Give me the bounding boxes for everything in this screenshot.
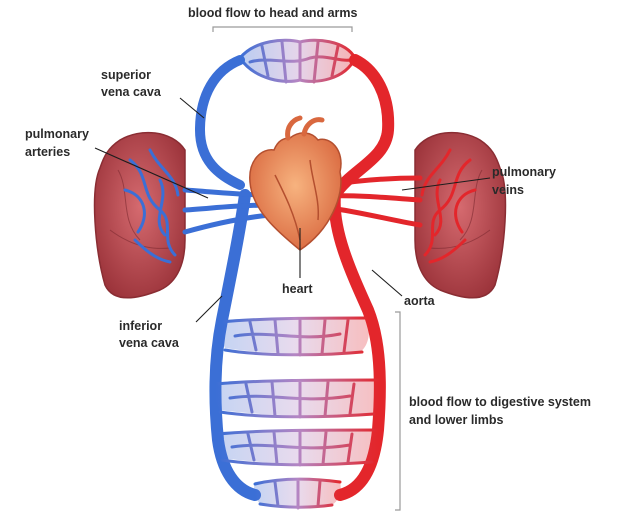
right-lung-capillaries — [420, 148, 477, 264]
digestive-label-1: blood flow to digestive system — [409, 395, 591, 409]
lower-capillary-beds — [214, 316, 382, 510]
pulmonary-arteries-label-2: arteries — [25, 145, 70, 159]
right-lung — [414, 131, 507, 299]
heart-illustration — [249, 115, 342, 251]
capillary-bed-1 — [220, 316, 370, 357]
superior-vena-cava-label-2: vena cava — [101, 85, 162, 99]
head-arms-capillary-bed — [238, 38, 357, 84]
pulmonary-veins-pointer — [401, 177, 491, 191]
heart-label: heart — [282, 282, 313, 296]
inferior-vena-cava-pointer — [195, 295, 223, 323]
digestive-label-2: and lower limbs — [409, 413, 504, 427]
pulmonary-arteries-label-1: pulmonary — [25, 127, 89, 141]
head-arms-label: blood flow to head and arms — [188, 6, 358, 20]
left-lung — [93, 131, 186, 299]
aorta-label: aorta — [404, 294, 436, 308]
left-lung-capillaries — [123, 148, 180, 264]
capillary-bed-2 — [214, 378, 382, 419]
lower-body-bracket — [395, 311, 401, 511]
inferior-vena-cava-label-1: inferior — [119, 319, 162, 333]
pulmonary-veins-label-2: veins — [492, 183, 524, 197]
superior-vena-cava-label-1: superior — [101, 68, 151, 82]
inferior-vena-cava-label-2: vena cava — [119, 336, 180, 350]
aorta-pointer — [371, 269, 403, 297]
pulmonary-veins — [327, 175, 423, 228]
capillary-bed-3 — [216, 428, 380, 467]
pulmonary-arteries-pointer — [94, 147, 209, 199]
capillary-bed-4 — [253, 477, 342, 510]
superior-vena-cava-pointer — [179, 97, 205, 119]
pulmonary-veins-label-1: pulmonary — [492, 165, 556, 179]
head-arms-bracket — [212, 26, 353, 32]
inferior-vena-cava — [209, 189, 261, 501]
superior-vena-cava — [195, 55, 245, 190]
